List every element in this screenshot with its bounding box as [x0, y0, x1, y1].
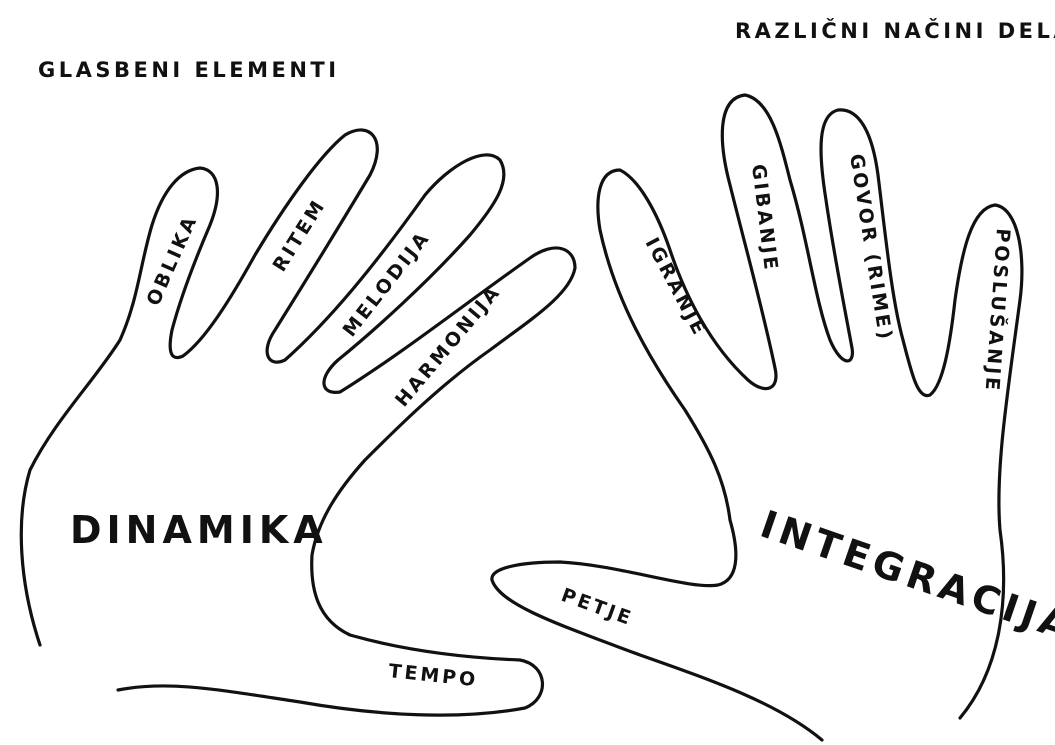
- finger-label-igranje: IGRANJE: [641, 234, 712, 341]
- finger-label-petje: PETJE: [558, 584, 636, 630]
- finger-label-gibanje: GIBANJE: [747, 163, 782, 274]
- left-hand-title: GLASBENI ELEMENTI: [38, 58, 340, 82]
- right-palm-label: INTEGRACIJA: [755, 502, 1055, 650]
- finger-label-ritem: RITEM: [269, 195, 331, 276]
- right-hand-title: RAZLIČNI NAČINI DELA: [735, 18, 1055, 43]
- left-palm-label: DINAMIKA: [70, 508, 328, 552]
- finger-label-tempo: TEMPO: [387, 660, 479, 691]
- finger-label-govor-rime: GOVOR (RIME): [845, 152, 896, 343]
- finger-label-melodija: MELODIJA: [339, 227, 435, 341]
